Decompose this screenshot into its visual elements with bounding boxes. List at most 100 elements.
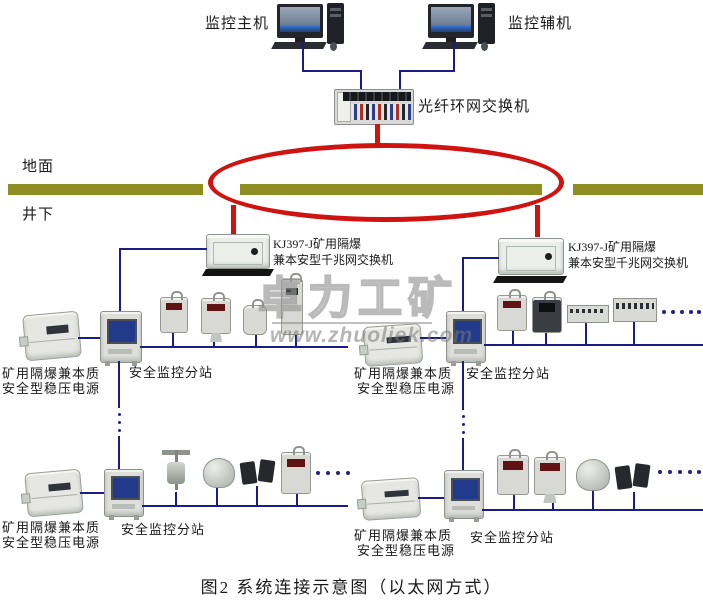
psu-label-line2: 安全型稳压电源 — [357, 381, 456, 396]
pole-sensor-icon — [162, 450, 190, 490]
psu-substation-wire — [78, 337, 100, 339]
substation-label: 安全监控分站 — [121, 522, 206, 537]
computer-tower-icon — [327, 3, 344, 44]
fiber-ring-switch-icon — [334, 89, 414, 125]
sensor-drop-wire — [552, 498, 554, 509]
computer-monitor-icon — [428, 4, 474, 38]
ground-bar-right — [573, 184, 703, 195]
kj397-left-label-line2: 兼本安型千兆网交换机 — [273, 253, 394, 267]
host-wire — [302, 42, 304, 72]
underground-label: 井下 — [22, 207, 55, 223]
psu-label-line1: 矿用隔爆兼本质 — [354, 366, 453, 381]
gas-sensor-icon — [534, 451, 566, 503]
sensor-drop-wire — [295, 334, 297, 346]
host-computer-icon — [270, 2, 350, 51]
cylinder-sensor-icon — [567, 305, 609, 323]
gas-sensor-icon — [281, 446, 311, 494]
kj397-switch-left-icon — [201, 234, 274, 276]
psu-label-line2: 安全型稳压电源 — [2, 381, 101, 396]
fiber-ring-switch-label: 光纤环网交换机 — [418, 99, 531, 115]
psu-label-line2: 安全型稳压电源 — [2, 535, 101, 550]
psu-label-line2: 安全型稳压电源 — [357, 543, 456, 558]
substation-label: 安全监控分站 — [129, 365, 214, 380]
inter-row-wire — [118, 436, 120, 469]
sensor-drop-wire — [633, 322, 635, 344]
sensor-bus — [142, 505, 348, 507]
tall-sensor-icon — [281, 273, 303, 335]
psu-label-line1: 矿用隔爆兼本质 — [2, 366, 101, 381]
sensor-drop-wire — [256, 486, 258, 505]
kj397-right-label-line2: 兼本安型千兆网交换机 — [568, 256, 689, 270]
aux-computer-label: 监控辅机 — [508, 16, 573, 32]
sensor-drop-wire — [512, 330, 514, 344]
power-supply-icon — [356, 477, 422, 521]
sensor-bus — [484, 344, 703, 346]
sensor-drop-wire — [216, 488, 218, 505]
aux-wire — [399, 70, 455, 72]
switch-substation-wire-left — [119, 248, 207, 250]
aux-wire — [399, 70, 401, 90]
figure-caption: 图2 系统连接示意图（以太网方式） — [200, 578, 503, 597]
substation-label: 安全监控分站 — [470, 530, 555, 545]
host-computer-label: 监控主机 — [205, 16, 270, 32]
dark-sensor-icon — [532, 291, 562, 333]
power-supply-icon — [18, 310, 82, 362]
substation-label: 安全监控分站 — [466, 366, 551, 381]
psu-substation-wire — [418, 497, 444, 499]
substation-icon — [446, 311, 486, 366]
ring-uplink-line — [375, 124, 380, 148]
fiber-ring-ellipse — [208, 143, 564, 222]
sensor-drop-wire — [172, 330, 174, 346]
host-wire — [360, 70, 362, 90]
substation-icon — [104, 469, 144, 520]
kj397-left-label-line1: KJ397-J矿用隔爆 — [273, 237, 362, 251]
psu-label-line1: 矿用隔爆兼本质 — [354, 528, 453, 543]
sensor-drop-wire — [592, 489, 594, 509]
mouse-icon — [481, 42, 488, 51]
rack-sensor-icon — [613, 298, 657, 322]
ground-bar-left — [8, 184, 203, 195]
mouse-icon — [330, 42, 337, 51]
black-sensor-icon — [632, 463, 651, 488]
gas-sensor-icon — [201, 292, 231, 342]
switch-substation-wire-left — [119, 248, 121, 312]
inter-row-wire — [462, 438, 464, 471]
inter-row-wire — [462, 361, 464, 410]
sensor-drop-wire — [545, 332, 547, 344]
sensor-drop-wire — [513, 493, 515, 509]
inter-row-wire — [118, 361, 120, 408]
sensor-drop-wire — [255, 334, 257, 346]
aux-wire — [453, 42, 455, 72]
sensor-bus — [140, 346, 348, 348]
substation-icon — [100, 311, 142, 366]
sensor-drop-wire — [175, 492, 177, 505]
gas-sensor-icon — [497, 449, 529, 495]
sensor-drop-wire — [296, 492, 298, 505]
aux-computer-icon — [421, 2, 501, 51]
kj397-switch-right-icon — [493, 238, 568, 283]
switch-substation-wire-right — [462, 257, 499, 259]
computer-tower-icon — [478, 3, 495, 44]
psu-substation-wire — [420, 337, 446, 339]
host-wire — [302, 70, 362, 72]
psu-substation-wire — [80, 492, 104, 494]
kj397-right-label-line1: KJ397-J矿用隔爆 — [568, 240, 657, 254]
switch-substation-wire-right — [462, 257, 464, 312]
black-sensor-icon — [614, 465, 633, 490]
black-sensor-icon — [239, 461, 258, 485]
power-supply-icon — [20, 468, 84, 518]
sensor-icon — [243, 299, 267, 335]
ring-drop-left — [231, 205, 236, 237]
dome-sensor-icon — [203, 458, 235, 488]
ring-drop-right — [535, 205, 540, 237]
sensor-drop-wire — [585, 322, 587, 344]
power-supply-icon — [358, 323, 424, 367]
sensor-drop-wire — [633, 492, 635, 509]
gas-sensor-icon — [160, 291, 188, 333]
computer-monitor-icon — [277, 4, 323, 38]
surface-label: 地面 — [22, 159, 55, 175]
dome-sensor-icon — [576, 459, 610, 491]
black-sensor-icon — [257, 459, 276, 483]
psu-label-line1: 矿用隔爆兼本质 — [2, 520, 101, 535]
